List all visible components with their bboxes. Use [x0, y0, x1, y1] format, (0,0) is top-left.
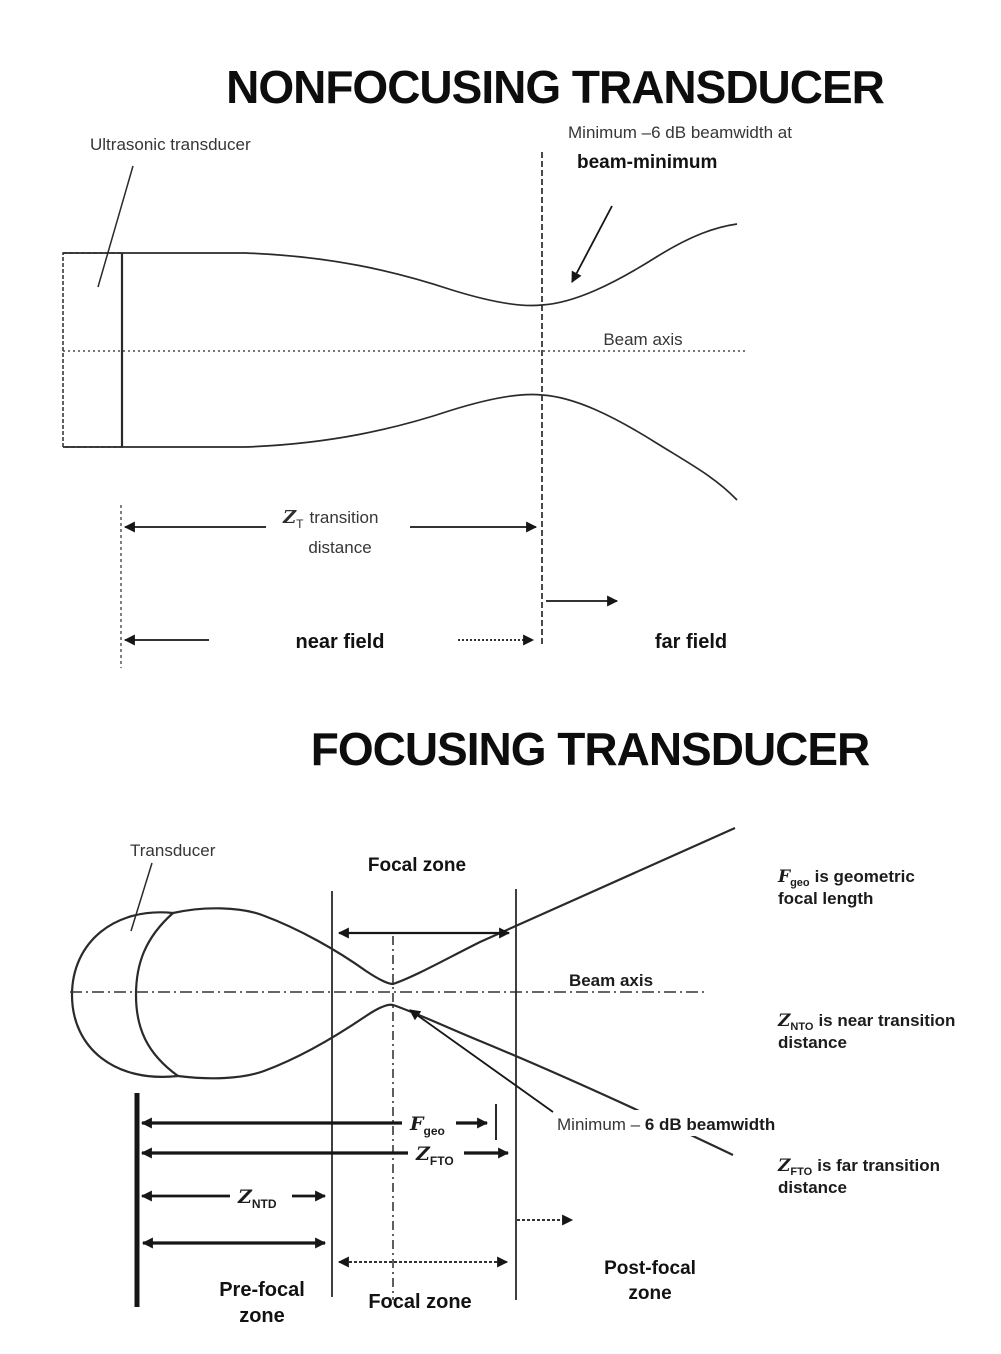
beam-bottom-curve [177, 1003, 734, 1156]
znto-note-subscript: NTO [790, 1021, 813, 1033]
zfto-arrow-label: ZFTO [415, 1143, 454, 1168]
min-beamwidth-bold: 6 dB beamwidth [645, 1115, 775, 1134]
fgeo-arrow-label: Fgeo [409, 1113, 445, 1138]
fgeo-note-line1: Fgeo is geometric [777, 867, 915, 889]
nonfocusing-section: NONFOCUSING TRANSDUCER Ultrasonic transd… [62, 61, 886, 668]
beam-top-curve [63, 223, 738, 307]
beamwidth-note-line1: Minimum –6 dB beamwidth at [568, 123, 792, 142]
znto-note-line1: ZNTO is near transition [777, 1011, 955, 1033]
zntd-subscript: NTD [252, 1197, 277, 1211]
zfto-note-symbol: Z [777, 1156, 791, 1176]
nonfocusing-title: NONFOCUSING TRANSDUCER [226, 61, 885, 113]
pre-focal-label-line1: Pre-focal [219, 1279, 305, 1301]
fgeo-note-subscript: geo [790, 877, 810, 889]
min-beamwidth-leader-arrow [409, 1009, 554, 1113]
zt-symbol: Z [282, 507, 297, 528]
beam-top-curve [172, 826, 736, 986]
beam-bottom-curve [63, 393, 738, 501]
min-beamwidth-label: Minimum – 6 dB beamwidth [557, 1115, 775, 1134]
transition-distance-line2: distance [308, 538, 371, 557]
znto-note-line2: distance [778, 1033, 847, 1052]
zfto-symbol: Z [415, 1143, 431, 1165]
transducer-rect [62, 252, 123, 448]
fgeo-note-line2: focal length [778, 889, 873, 908]
beamwidth-arrow [571, 205, 613, 283]
fgeo-note-text: is geometric [815, 867, 915, 886]
focusing-title: FOCUSING TRANSDUCER [311, 723, 870, 775]
ultrasonic-transducer-label: Ultrasonic transducer [90, 135, 251, 154]
fgeo-note-symbol: F [777, 867, 792, 887]
beam-axis-label: Beam axis [569, 971, 653, 990]
near-field-label: near field [296, 631, 385, 653]
transducer-leader-line [97, 165, 134, 288]
pre-focal-label-line2: zone [239, 1305, 285, 1327]
beam-axis-label: Beam axis [603, 330, 682, 349]
fgeo-subscript: geo [424, 1124, 445, 1138]
zfto-note-line1: ZFTO is far transition [777, 1156, 940, 1178]
fgeo-symbol: F [409, 1113, 425, 1135]
min-beamwidth-prefix: Minimum – [557, 1115, 645, 1134]
transducer-leader-line [130, 862, 153, 932]
znto-note-symbol: Z [777, 1011, 791, 1031]
post-focal-label-line1: Post-focal [604, 1258, 696, 1279]
focal-zone-top-label: Focal zone [368, 855, 466, 876]
far-field-label: far field [655, 631, 727, 653]
beamwidth-note-line2: beam-minimum [577, 152, 717, 173]
zfto-note-line2: distance [778, 1178, 847, 1197]
znto-note-text: is near transition [818, 1011, 955, 1030]
zfto-note-subscript: FTO [790, 1166, 812, 1178]
zfto-note-text: is far transition [817, 1156, 940, 1175]
zntd-symbol: Z [237, 1186, 253, 1208]
zt-text-after: transition [309, 508, 378, 527]
zt-subscript: T [296, 517, 304, 531]
label-mask [612, 1110, 698, 1136]
focusing-section: FOCUSING TRANSDUCER Transducer Beam axis… [70, 723, 955, 1327]
transducer-label: Transducer [130, 841, 216, 860]
lens-outer-arc [70, 911, 179, 1078]
post-focal-label-line2: zone [628, 1283, 671, 1304]
zntd-arrow-label: ZNTD [237, 1186, 277, 1211]
zfto-subscript: FTO [430, 1154, 454, 1168]
focal-zone-bottom-label: Focal zone [368, 1291, 471, 1313]
lens-inner-arc [134, 912, 179, 1077]
